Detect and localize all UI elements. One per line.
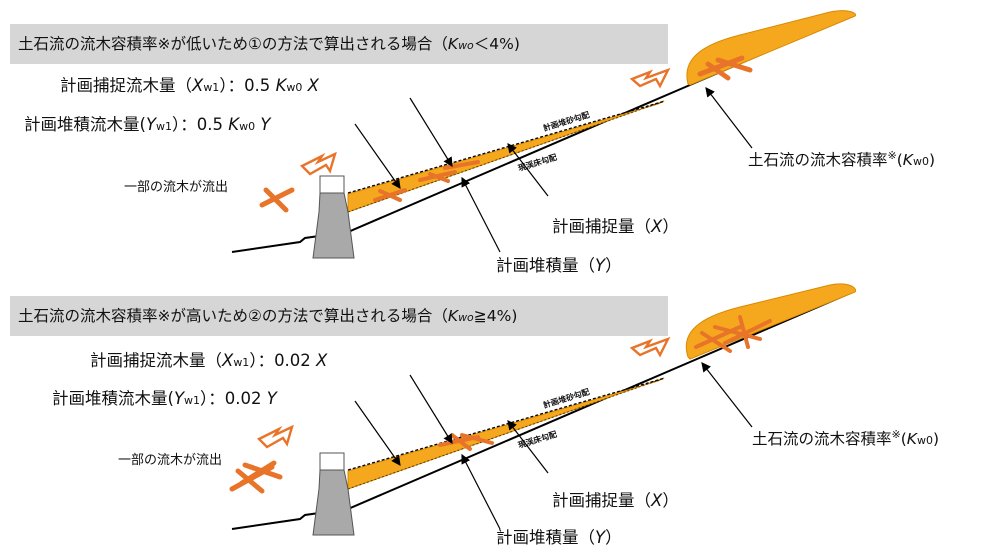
ylabel-suffix: ） xyxy=(605,528,622,547)
upstream-wood xyxy=(697,55,753,81)
leader-deposit xyxy=(354,400,401,466)
rate-k: K xyxy=(906,430,917,449)
capture-volume-label: 計画捕捉量（X） xyxy=(552,217,679,237)
leader-x xyxy=(507,143,549,197)
wood-ratio-label: 土石流の流木容積率※(Kw0) xyxy=(748,146,935,172)
k-sub: wo xyxy=(458,39,474,52)
xlabel-suffix: ） xyxy=(662,491,679,510)
flow-arrow-upstream xyxy=(629,336,671,358)
leader-capture xyxy=(409,374,453,445)
outflow-wood xyxy=(229,460,283,494)
leader-rate xyxy=(705,87,753,149)
capture-x-sub: w1 xyxy=(233,356,250,369)
deposit-wood-label: 計画堆積流木量(Yw1）：0.02 Y xyxy=(52,389,277,411)
rate-k-sub: w0 xyxy=(912,155,929,169)
capture-x: X xyxy=(222,351,234,370)
capture-x-sub: w1 xyxy=(203,81,220,94)
rate-k-sub: w0 xyxy=(916,434,933,448)
header-text: 土石流の流木容積率※が高いため②の方法で算出される場合（ xyxy=(18,307,448,325)
deposit-prefix: 計画堆積流木量( xyxy=(24,115,146,134)
upstream-wood xyxy=(694,315,772,353)
planned-slope-line xyxy=(347,377,666,471)
capture-tail: X xyxy=(316,351,328,370)
ylabel-prefix: 計画堆積量（ xyxy=(496,528,595,547)
rate-open: ( xyxy=(900,430,907,449)
deposit-wedge xyxy=(347,377,665,490)
rate-mark: ※ xyxy=(891,428,901,441)
flow-arrow-outflow xyxy=(256,424,294,449)
diagram-graphic-2 xyxy=(229,283,857,536)
capture-middle: ）：0.02 xyxy=(249,351,317,370)
capture-wood-label: 計画捕捉流木量（Xw1）：0.02 X xyxy=(90,351,327,373)
wood-ratio-label: 土石流の流木容積率※(Kw0) xyxy=(752,425,939,451)
rate-k: K xyxy=(902,151,913,170)
deposit-wood-label: 計画堆積流木量(Yw1）：0.5 Kw0 Y xyxy=(24,115,270,137)
deposit-y: Y xyxy=(145,115,157,134)
deposit-k: K xyxy=(228,115,240,134)
outflow-label: 一部の流木が流出 xyxy=(118,453,223,468)
deposit-middle: ）：0.02 xyxy=(200,389,267,408)
capture-volume-label: 計画捕捉量（X） xyxy=(552,491,679,511)
xlabel-letter: X xyxy=(651,217,663,236)
deposit-middle: ）：0.5 xyxy=(172,115,229,134)
flow-arrow-upstream xyxy=(629,67,671,89)
deposit-volume-label: 計画堆積量（Y） xyxy=(496,528,622,548)
header-text: 土石流の流木容積率※が低いため①の方法で算出される場合（ xyxy=(18,35,448,53)
leader-y xyxy=(461,176,501,253)
deposit-tail: Y xyxy=(260,115,271,134)
xlabel-suffix: ） xyxy=(662,217,679,236)
rate-prefix: 土石流の流木容積率 xyxy=(748,151,888,170)
deposit-volume-label: 計画堆積量（Y） xyxy=(496,256,622,276)
diagram-graphic-1 xyxy=(231,10,857,259)
leader-x xyxy=(507,420,549,474)
deposit-prefix: 計画堆積流木量( xyxy=(52,389,174,408)
capture-k: K xyxy=(275,76,287,95)
deposit-tail: Y xyxy=(266,389,277,408)
leader-capture xyxy=(409,97,453,168)
rate-close: ) xyxy=(928,151,936,170)
rate-mark: ※ xyxy=(887,149,897,162)
leader-y xyxy=(461,453,501,530)
capture-tail: X xyxy=(307,76,319,95)
k-letter: K xyxy=(447,307,459,325)
xlabel-letter: X xyxy=(651,491,663,510)
k-letter: K xyxy=(447,35,459,53)
deposit-y: Y xyxy=(173,389,185,408)
planned-slope-line xyxy=(347,100,666,194)
outflow-label: 一部の流木が流出 xyxy=(124,180,229,195)
k-sub: wo xyxy=(458,311,474,324)
capture-prefix: 計画捕捉流木量（ xyxy=(90,351,222,370)
upstream-debris xyxy=(686,10,857,86)
capture-k-sub: w0 xyxy=(286,81,303,94)
deposit-y-sub: w1 xyxy=(156,120,173,133)
deposit-wedge xyxy=(347,100,665,213)
leader-deposit xyxy=(354,123,401,189)
panel-header: 土石流の流木容積率※が低いため①の方法で算出される場合（Kwo＜4%) xyxy=(10,24,668,64)
panel-high-ratio: 土石流の流木容積率※が高いため②の方法で算出される場合（Kwo≧4%) 計画捕捉… xyxy=(0,277,1007,554)
outflow-wood xyxy=(259,187,295,213)
xlabel-prefix: 計画捕捉量（ xyxy=(552,217,651,236)
panel-header: 土石流の流木容積率※が高いため②の方法で算出される場合（Kwo≧4%) xyxy=(10,296,668,336)
leader-rate xyxy=(701,362,753,428)
xlabel-prefix: 計画捕捉量（ xyxy=(552,491,651,510)
capture-middle: ）：0.5 xyxy=(219,76,276,95)
flow-arrow-outflow xyxy=(299,151,337,176)
ylabel-letter: Y xyxy=(595,528,606,547)
ylabel-prefix: 計画堆積量（ xyxy=(496,256,595,275)
header-suffix: ＜4%) xyxy=(473,35,520,53)
capture-wood-label: 計画捕捉流木量（Xw1）：0.5 Kw0 X xyxy=(60,76,319,98)
rate-open: ( xyxy=(896,151,903,170)
capture-x: X xyxy=(192,76,204,95)
rate-close: ) xyxy=(932,430,940,449)
deposit-k-sub: w0 xyxy=(239,120,256,133)
panel-low-ratio: 土石流の流木容積率※が低いため①の方法で算出される場合（Kwo＜4%) 計画捕捉… xyxy=(10,10,935,276)
capture-prefix: 計画捕捉流木量（ xyxy=(60,76,192,95)
ylabel-letter: Y xyxy=(595,256,606,275)
ylabel-suffix: ） xyxy=(605,256,622,275)
header-suffix: ≧4%) xyxy=(473,307,518,325)
deposit-y-sub: w1 xyxy=(184,394,201,407)
rate-prefix: 土石流の流木容積率 xyxy=(752,430,892,449)
